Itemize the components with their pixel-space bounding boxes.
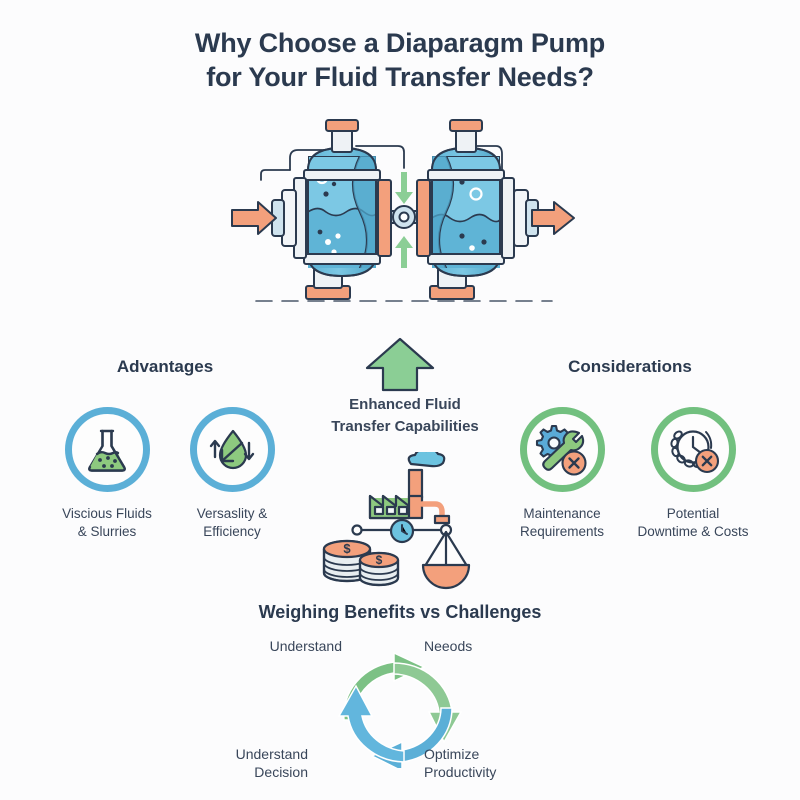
droplet-recycle-icon-ring bbox=[189, 407, 275, 492]
section-header-advantages: Advantages bbox=[116, 357, 214, 376]
section-header-considerations: Considerations bbox=[568, 357, 692, 376]
circular-arrows-icon bbox=[330, 648, 475, 773]
diaphragm-pump-diagram bbox=[228, 108, 580, 320]
page-title-line-2: for Your Fluid Transfer Needs? bbox=[206, 62, 594, 92]
cycle-label-bottom-left-line-2: Decision bbox=[254, 764, 308, 780]
gear-wrench-error-icon-ring bbox=[519, 407, 605, 492]
droplet-recycle-icon bbox=[209, 429, 255, 469]
cycle-label-top-right: Neeods bbox=[424, 638, 473, 654]
center-caption-line-2: Transfer Capabilities bbox=[331, 418, 479, 435]
consideration-label-maintenance: Maintenance Requirements bbox=[497, 505, 627, 541]
gear-wrench-error-icon bbox=[535, 424, 587, 476]
advantage-label-viscous-fluids: Viscious Fluids & Slurries bbox=[42, 505, 172, 541]
center-caption: Enhanced Fluid Transfer Capabilities bbox=[300, 394, 510, 438]
svg-text:$: $ bbox=[343, 541, 351, 556]
consideration-card-downtime[interactable]: Potential Downtime & Costs bbox=[628, 407, 758, 541]
consideration-label-downtime: Potential Downtime & Costs bbox=[628, 505, 758, 541]
consideration-label-downtime-line-2: Downtime & Costs bbox=[637, 524, 749, 539]
flask-icon-ring bbox=[64, 407, 150, 492]
cycle-label-bottom-right-line-2: Productivity bbox=[424, 764, 497, 780]
consideration-card-maintenance[interactable]: Maintenance Requirements bbox=[497, 407, 627, 541]
consideration-label-maintenance-line-1: Maintenance bbox=[523, 506, 601, 521]
cycle-label-bottom-left: Understand Decision bbox=[188, 745, 308, 781]
center-caption-line-1: Enhanced Fluid bbox=[349, 396, 461, 413]
advantage-card-viscous-fluids[interactable]: Viscious Fluids & Slurries bbox=[42, 407, 172, 541]
consideration-label-downtime-line-1: Potential bbox=[666, 506, 720, 521]
cycle-label-bottom-left-line-1: Understand bbox=[235, 746, 308, 762]
advantage-label-versatility: Versaslity & Efficiency bbox=[167, 505, 297, 541]
flask-icon bbox=[88, 429, 126, 472]
cycle-label-bottom-right: Optimize Productivity bbox=[424, 745, 544, 781]
advantage-label-versatility-line-1: Versaslity & bbox=[196, 506, 268, 521]
clock-chain-error-icon bbox=[670, 429, 720, 473]
page-title-line-1: Why Choose a Diaparagm Pump bbox=[194, 28, 606, 58]
advantage-label-viscous-line-2: & Slurries bbox=[77, 524, 137, 539]
advantage-label-versatility-line-2: Efficiency bbox=[203, 524, 261, 539]
factory-money-scales-icon: $ $ bbox=[305, 448, 500, 592]
advantage-card-versatility[interactable]: Versaslity & Efficiency bbox=[167, 407, 297, 541]
cycle-label-bottom-right-line-1: Optimize bbox=[424, 746, 480, 762]
cycle-label-top-left: Understand bbox=[269, 638, 342, 654]
advantage-label-viscous-line-1: Viscious Fluids bbox=[62, 506, 152, 521]
consideration-label-maintenance-line-2: Requirements bbox=[519, 524, 605, 539]
up-arrow-icon bbox=[364, 336, 436, 392]
clock-chain-error-icon-ring bbox=[650, 407, 736, 492]
bottom-section-header: Weighing Benefits vs Challenges bbox=[258, 602, 542, 622]
svg-text:$: $ bbox=[376, 553, 383, 567]
page-title: Why Choose a Diaparagm Pump for Your Flu… bbox=[0, 26, 800, 94]
